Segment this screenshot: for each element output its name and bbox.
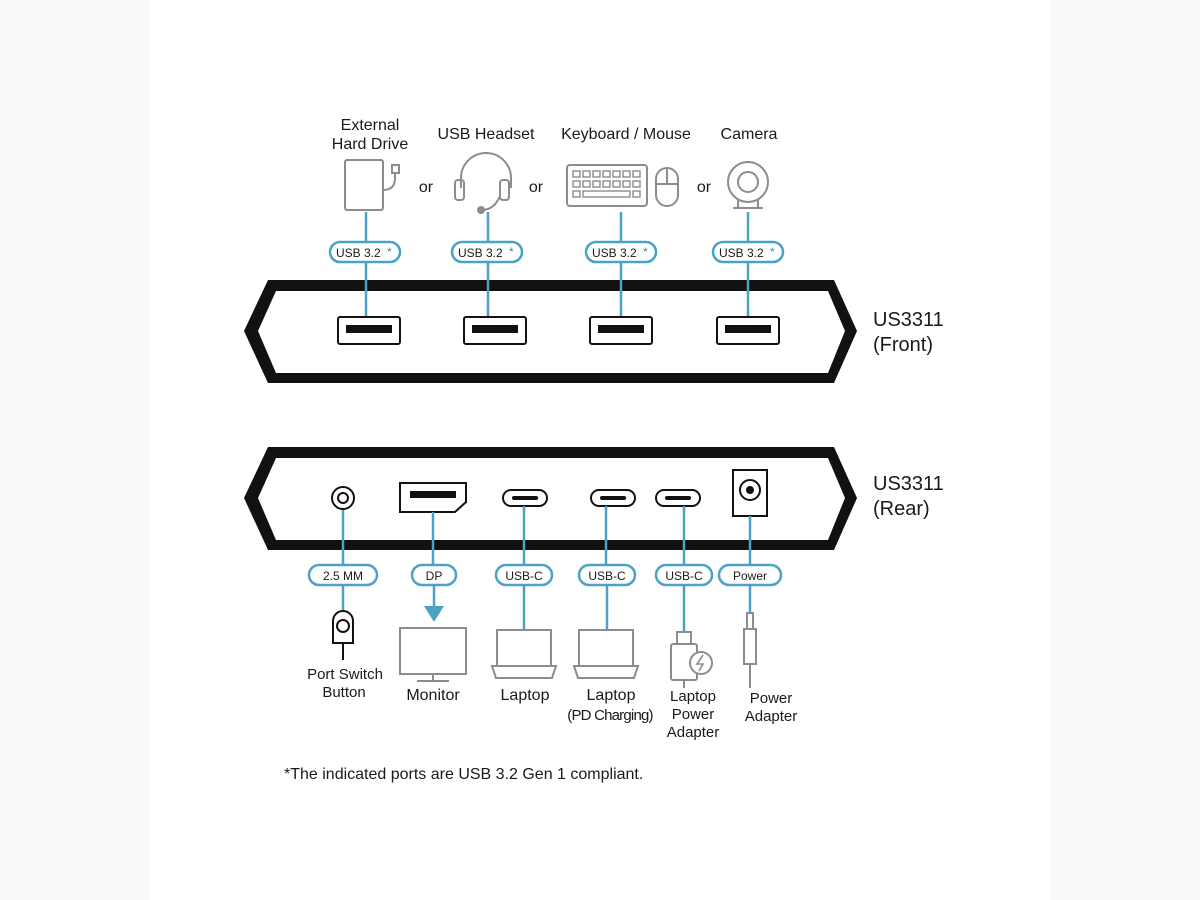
device-label: Adapter [667, 724, 720, 741]
port-label-pill: USB 3.2 * [584, 240, 658, 264]
us3311-front-face [258, 291, 845, 373]
usb-c-port [655, 489, 701, 507]
device-label: USB Headset [438, 126, 535, 143]
usb-a-port [337, 316, 401, 345]
port-label-pill: USB 3.2 * [328, 240, 402, 264]
port-label-pill: 2.5 MM [307, 563, 379, 587]
background-margin-left [0, 0, 150, 900]
arrow-down-icon [424, 606, 444, 622]
port-label-pill: Power [717, 563, 783, 587]
port-label-text: USB-C [588, 569, 626, 583]
device-label: Button [322, 684, 365, 701]
port-label-text: 2.5 MM [323, 569, 363, 583]
device-label: Hard Drive [332, 136, 409, 153]
port-label-text: USB-C [505, 569, 543, 583]
port-label-pill: DP [410, 563, 458, 587]
camera-icon [727, 161, 769, 209]
rear-section: 2.5 MM DP USB-C USB-C USB-C Power [244, 447, 944, 741]
device-label: Port Switch [307, 666, 383, 683]
laptop-icon [572, 629, 640, 679]
or-separator: or [419, 179, 434, 196]
port-label-pill: USB-C [577, 563, 637, 587]
port-label-text: Power [733, 569, 767, 583]
front-section: External Hard Drive USB Headset Keyboard… [244, 117, 944, 383]
port-mark: * [387, 245, 392, 259]
footnote: *The indicated ports are USB 3.2 Gen 1 c… [284, 766, 643, 783]
port-label-pill: USB-C [494, 563, 554, 587]
port-mark: * [770, 245, 775, 259]
device-name-rear: US3311 [873, 473, 944, 495]
device-side-front: (Front) [873, 334, 933, 356]
power-adapter-icon [670, 631, 713, 688]
device-label: Laptop [587, 687, 636, 704]
usb-a-port [589, 316, 653, 345]
device-label: Power [672, 706, 715, 723]
us3311-rear-face [258, 458, 845, 540]
port-label-text: USB 3.2 [719, 246, 764, 260]
port-label-pill: USB 3.2 * [450, 240, 524, 264]
or-separator: or [697, 179, 712, 196]
usb-a-port [463, 316, 527, 345]
device-label: Adapter [745, 708, 798, 725]
audio-jack-port [331, 486, 355, 510]
keyboard-mouse-icon [566, 164, 679, 207]
device-label: Camera [721, 126, 778, 143]
port-label-text: USB 3.2 [336, 246, 381, 260]
port-label-text: DP [426, 569, 443, 583]
power-plug-icon [743, 612, 757, 688]
headset-icon [454, 152, 512, 214]
background-margin-right [1050, 0, 1200, 900]
or-separator: or [529, 179, 544, 196]
laptop-icon [490, 629, 558, 679]
port-label-pill: USB 3.2 * [711, 240, 785, 264]
device-label: Power [750, 690, 793, 707]
dc-power-port [732, 469, 768, 517]
device-label: (PD Charging) [567, 707, 653, 724]
usb-a-port [716, 316, 780, 345]
device-label: Laptop [501, 687, 550, 704]
device-label: Keyboard / Mouse [561, 126, 691, 143]
usb-c-port [502, 489, 548, 507]
port-label-pill: USB-C [654, 563, 714, 587]
device-name-front: US3311 [873, 309, 944, 331]
monitor-icon [399, 627, 467, 682]
device-label: Monitor [406, 687, 460, 704]
port-switch-button-icon [332, 610, 354, 660]
port-mark: * [509, 245, 514, 259]
device-label: Laptop [670, 688, 716, 705]
usb-c-port [590, 489, 636, 507]
device-label: External [341, 117, 400, 134]
port-mark: * [643, 245, 648, 259]
device-side-rear: (Rear) [873, 498, 930, 520]
port-label-text: USB 3.2 [592, 246, 637, 260]
port-label-text: USB-C [665, 569, 703, 583]
port-label-text: USB 3.2 [458, 246, 503, 260]
external-hard-drive-icon [344, 159, 400, 211]
displayport-port [399, 482, 467, 513]
